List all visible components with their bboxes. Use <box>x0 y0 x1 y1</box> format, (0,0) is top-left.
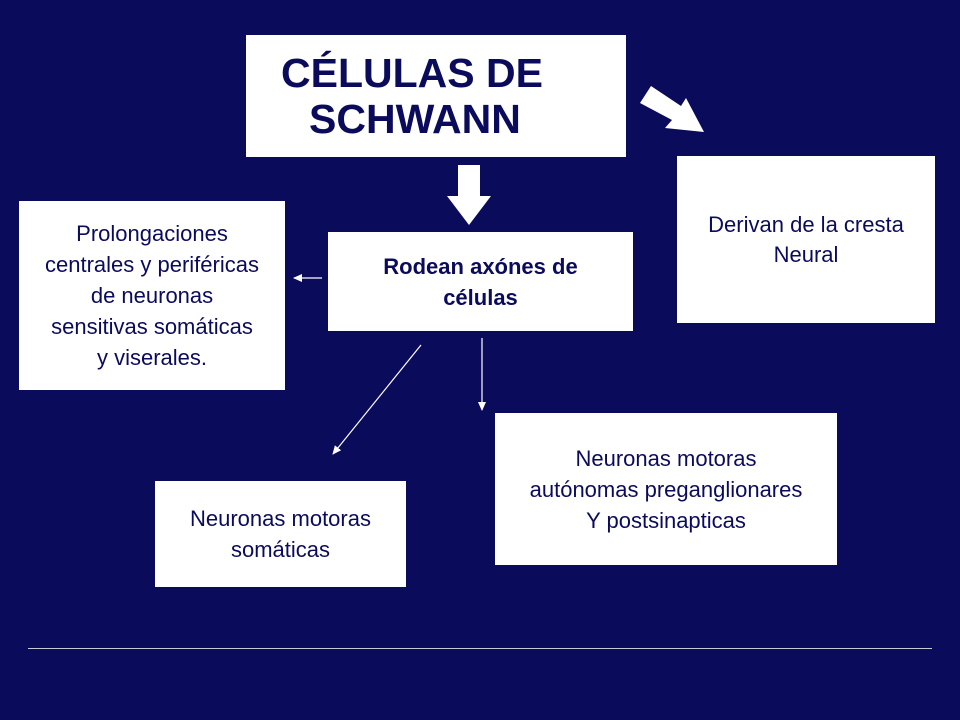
origin-line-2: Neural <box>773 241 839 267</box>
title-line-2: SCHWANN <box>309 96 521 142</box>
thin-arrow-diagonal <box>332 344 422 455</box>
sensory-line-2: centrales y periféricas <box>45 252 259 277</box>
autonomic-line-1: Neuronas motoras <box>575 445 757 471</box>
function-box: Rodean axónes de células <box>328 232 633 331</box>
autonomic-line-2: autónomas preganglionares <box>529 476 803 502</box>
sensory-line-4: sensitivas somáticas <box>51 314 253 339</box>
autonomic-motor-neurons-box: Neuronas motoras autónomas preganglionar… <box>495 413 837 565</box>
somatic-motor-neurons-box: Neuronas motoras somáticas <box>155 481 406 587</box>
footer-divider <box>28 648 932 649</box>
sensory-line-5: y viserales. <box>96 345 208 370</box>
function-line-1: Rodean axónes de <box>383 253 578 279</box>
origin-line-1: Derivan de la cresta <box>708 211 904 237</box>
origin-box: Derivan de la cresta Neural <box>677 156 935 323</box>
title-line-1: CÉLULAS DE <box>281 50 543 96</box>
block-arrow-diagonal <box>640 86 704 132</box>
function-line-2: células <box>443 284 518 310</box>
somatic-line-1: Neuronas motoras <box>190 506 371 531</box>
title-box: CÉLULAS DE SCHWANN <box>246 35 626 157</box>
sensory-line-1: Prolongaciones <box>76 221 228 246</box>
sensory-neurons-box: Prolongaciones centrales y periféricas d… <box>19 201 285 390</box>
block-arrow-down <box>447 165 491 225</box>
sensory-line-3: de neuronas <box>90 283 214 308</box>
autonomic-line-3: Y postsinapticas <box>586 507 746 533</box>
somatic-line-2: somáticas <box>230 537 331 562</box>
